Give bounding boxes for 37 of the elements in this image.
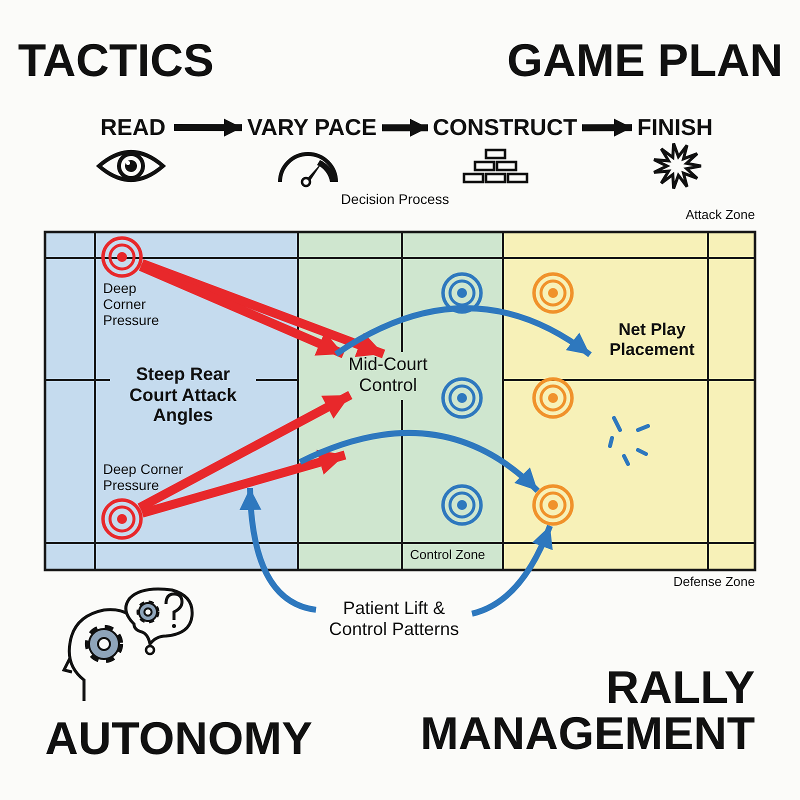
corner-title: GAME PLAN [507, 34, 783, 87]
step-label: READ [92, 114, 174, 140]
target-caption: Deep Corner Pressure [103, 280, 160, 328]
arrow [298, 430, 540, 493]
step-label: FINISH [632, 114, 718, 140]
corner-title: AUTONOMY [45, 712, 312, 765]
target-caption: Deep Corner Pressure [103, 461, 184, 494]
zone-label: Steep Rear Court Attack Angles [110, 364, 256, 426]
arrow [138, 262, 346, 358]
arrow [174, 118, 242, 137]
arrow [582, 118, 632, 137]
arrow [471, 524, 553, 617]
target-marker [440, 483, 484, 527]
target-marker [440, 271, 484, 315]
zone-caption: Control Zone [410, 548, 486, 563]
arrow [334, 305, 592, 358]
caption-text: Decision Process [340, 191, 450, 208]
zone-label: Mid-Court Control [336, 354, 440, 396]
arrow [382, 118, 428, 137]
arrow [138, 391, 352, 512]
step-label: CONSTRUCT [428, 114, 582, 140]
arrow [140, 259, 386, 358]
target-marker [100, 497, 144, 541]
zone-caption: Attack Zone [686, 208, 755, 223]
target-marker [440, 376, 484, 420]
corner-title: RALLY MANAGEMENT [419, 664, 755, 756]
zone-caption: Defense Zone [673, 575, 755, 590]
corner-title: TACTICS [18, 34, 214, 87]
target-marker [531, 271, 575, 315]
target-marker [100, 235, 144, 279]
pattern-label: Patient Lift & Control Patterns [316, 598, 472, 640]
zone-label: Net Play Placement [590, 320, 714, 360]
step-label: VARY PACE [242, 114, 382, 140]
target-marker [531, 376, 575, 420]
arrow [140, 450, 346, 518]
arrow [240, 488, 317, 613]
target-marker [531, 483, 575, 527]
